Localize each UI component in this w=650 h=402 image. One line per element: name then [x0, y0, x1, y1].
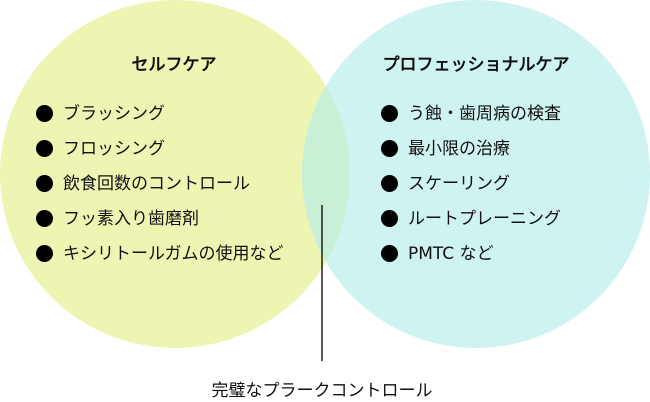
- list-item: う蝕・歯周病の検査: [381, 96, 561, 131]
- list-item: キシリトールガムの使用など: [36, 236, 284, 271]
- list-item: PMTC など: [381, 236, 561, 271]
- bullet-icon: [381, 210, 398, 227]
- self-care-list: ブラッシング フロッシング 飲食回数のコントロール フッ素入り歯磨剤 キシリトー…: [36, 96, 284, 271]
- bullet-icon: [381, 105, 398, 122]
- list-item: スケーリング: [381, 166, 561, 201]
- list-item: ブラッシング: [36, 96, 284, 131]
- list-item: 最小限の治療: [381, 131, 561, 166]
- item-label: ルートプレーニング: [408, 208, 561, 229]
- item-label: 最小限の治療: [408, 138, 510, 159]
- item-label: キシリトールガムの使用など: [63, 243, 284, 264]
- bullet-icon: [36, 245, 53, 262]
- list-item: フッ素入り歯磨剤: [36, 201, 284, 236]
- item-label: PMTC など: [408, 243, 494, 264]
- list-item: 飲食回数のコントロール: [36, 166, 284, 201]
- overlap-label: 完璧なプラークコントロール: [211, 381, 433, 401]
- self-care-title: セルフケア: [131, 55, 217, 75]
- list-item: ルートプレーニング: [381, 201, 561, 236]
- list-item: フロッシング: [36, 131, 284, 166]
- bullet-icon: [36, 175, 53, 192]
- bullet-icon: [36, 210, 53, 227]
- item-label: スケーリング: [408, 173, 510, 194]
- bullet-icon: [36, 140, 53, 157]
- professional-care-list: う蝕・歯周病の検査 最小限の治療 スケーリング ルートプレーニング PMTC な…: [381, 96, 561, 271]
- item-label: フッ素入り歯磨剤: [63, 208, 199, 229]
- bullet-icon: [381, 245, 398, 262]
- bullet-icon: [36, 105, 53, 122]
- self-care-circle: [0, 0, 350, 348]
- item-label: ブラッシング: [63, 103, 165, 124]
- item-label: フロッシング: [63, 138, 165, 159]
- item-label: 飲食回数のコントロール: [63, 173, 250, 194]
- bullet-icon: [381, 140, 398, 157]
- item-label: う蝕・歯周病の検査: [408, 103, 561, 124]
- bullet-icon: [381, 175, 398, 192]
- professional-care-title: プロフェッショナルケア: [382, 55, 570, 75]
